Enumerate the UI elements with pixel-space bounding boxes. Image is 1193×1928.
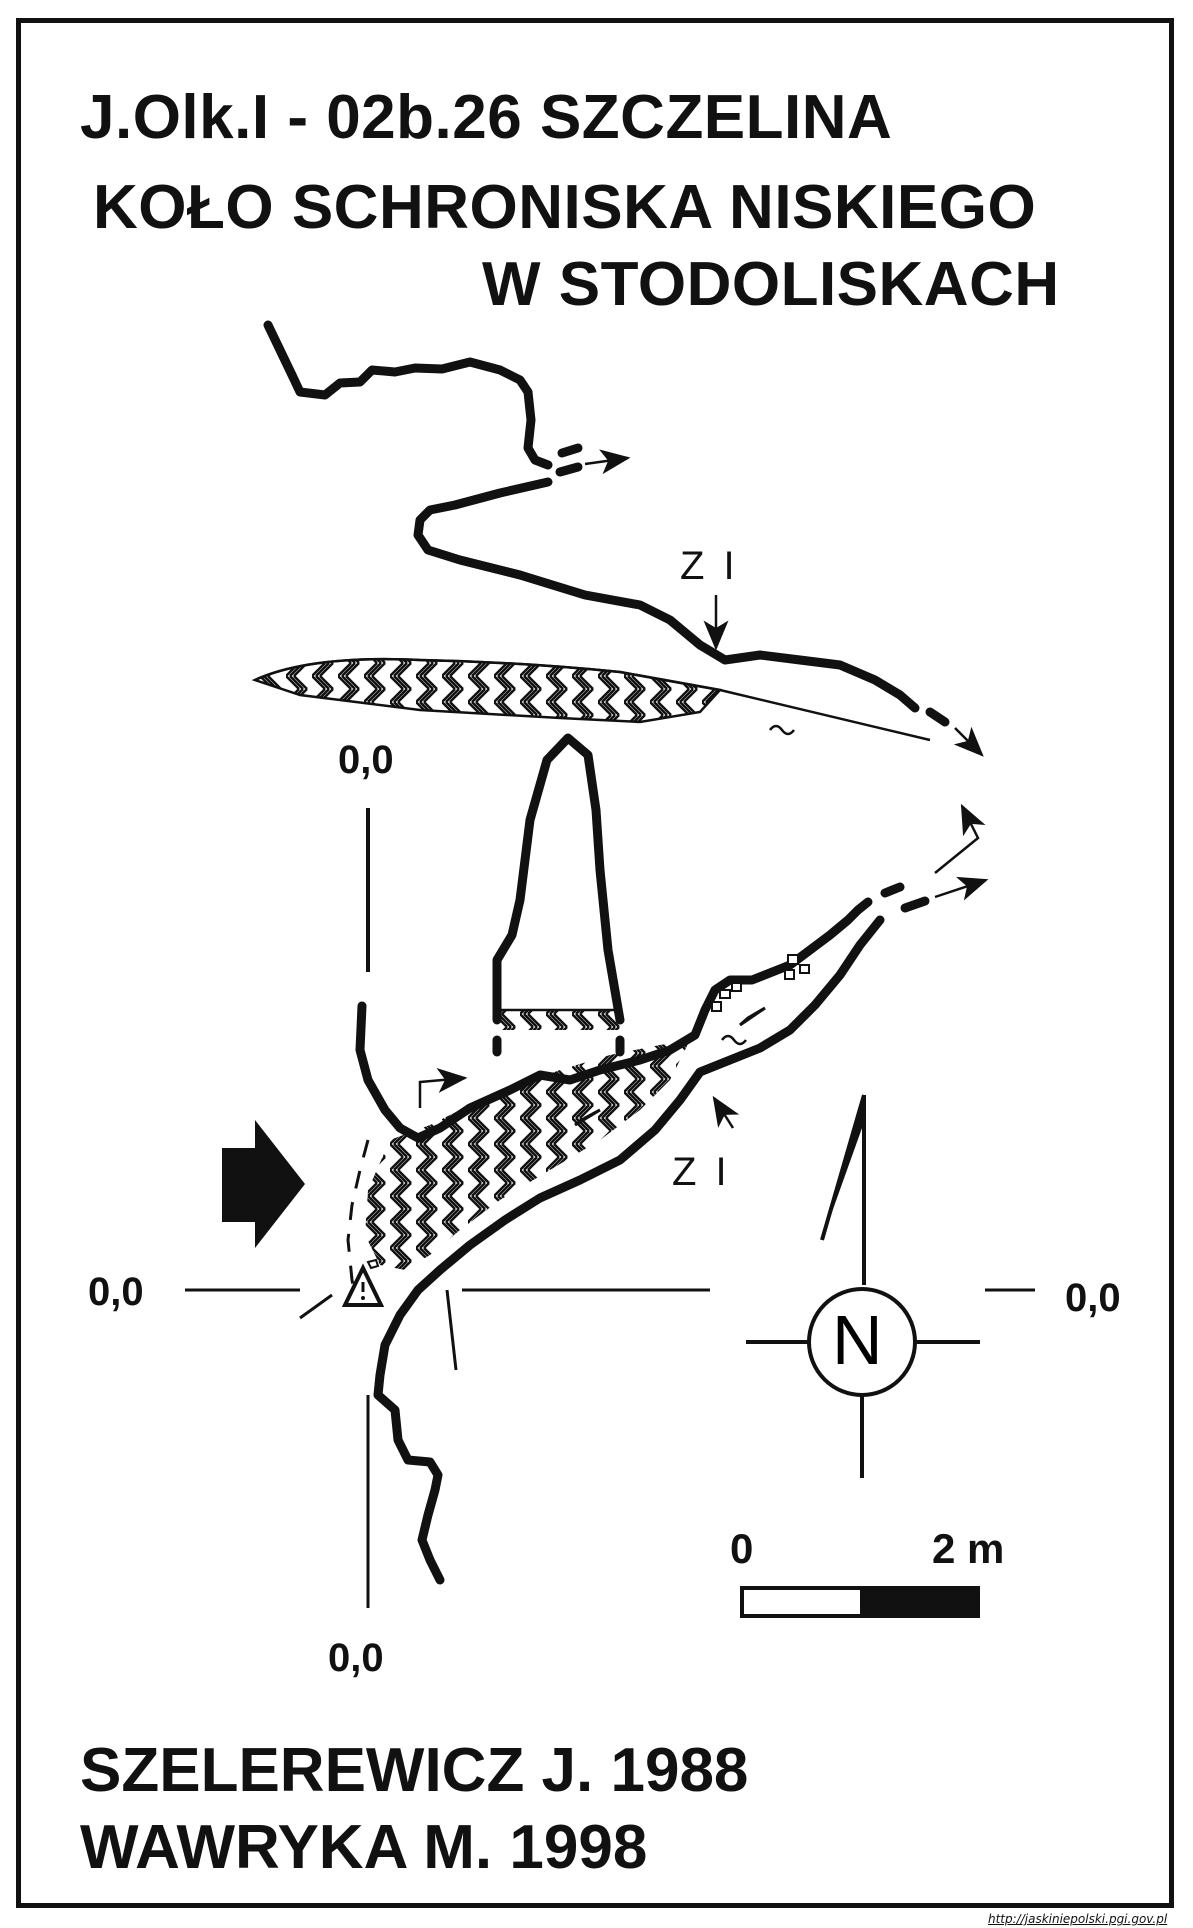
passage-continuation-arrow <box>934 876 989 901</box>
water-sign <box>721 1034 747 1046</box>
dip-arrow-icon <box>739 1006 766 1027</box>
rock-blocks <box>711 954 810 1012</box>
pillar-base <box>497 1010 620 1030</box>
north-letter: N <box>832 1301 883 1379</box>
entrance-arrow-icon <box>222 1120 305 1248</box>
zl-label-upper: Z I <box>680 544 739 588</box>
cave-wall-lower-stub <box>880 882 905 898</box>
entrance-dashed-line <box>346 1139 370 1301</box>
small-rock <box>366 1258 380 1270</box>
scale-bar <box>740 1586 980 1618</box>
coordinate-label-top: 0,0 <box>338 738 394 782</box>
author-line1: SZELEREWICZ J. 1988 <box>80 1736 749 1805</box>
author-line2: WAWRYKA M. 1998 <box>80 1813 648 1882</box>
map-title-line2: KOŁO SCHRONISKA NISKIEGO <box>93 173 1037 242</box>
cave-wall-upper-stub <box>925 707 950 727</box>
map-title-line1: J.Olk.I - 02b.26 SZCZELINA <box>80 83 893 152</box>
scale-end-label: 2 m <box>932 1525 1005 1572</box>
cave-wall-upper-stub <box>555 462 583 477</box>
source-url-link[interactable]: http://jaskiniepolski.pgi.gov.pl <box>988 1912 1168 1926</box>
coordinate-axis-tick <box>445 1289 458 1371</box>
coordinate-axis-tick <box>299 1293 333 1320</box>
cave-wall-upper-2 <box>413 477 920 713</box>
coordinate-label-bottom: 0,0 <box>328 1636 384 1680</box>
rock-debris-hatch <box>365 1040 690 1270</box>
passage-continuation-arrow <box>953 726 984 757</box>
rock-ledge-edge <box>254 657 931 742</box>
coordinate-label-left: 0,0 <box>88 1270 144 1314</box>
rock-ledge <box>251 657 723 724</box>
dip-arrow-icon <box>574 1108 601 1127</box>
map-frame <box>16 18 1174 1908</box>
scale-start-label: 0 <box>730 1525 754 1572</box>
cave-wall-upper-stub <box>557 443 583 458</box>
cave-wall-lower-right <box>373 915 885 1585</box>
north-arrow-icon <box>746 1094 980 1478</box>
water-sign <box>769 724 795 736</box>
survey-offset-arrow <box>934 803 986 874</box>
coordinate-label-right: 0,0 <box>1065 1276 1121 1320</box>
cave-wall-lower-stub <box>900 896 930 913</box>
rock-pillar <box>492 733 625 1025</box>
map-title-line3: W STODOLISKACH <box>482 250 1060 319</box>
cave-wall-upper <box>263 320 553 470</box>
zl-marker-arrow <box>712 1095 740 1129</box>
zl-label-lower: Z I <box>672 1150 731 1194</box>
survey-offset-arrow <box>418 1067 468 1108</box>
passage-continuation-arrow <box>584 449 631 475</box>
